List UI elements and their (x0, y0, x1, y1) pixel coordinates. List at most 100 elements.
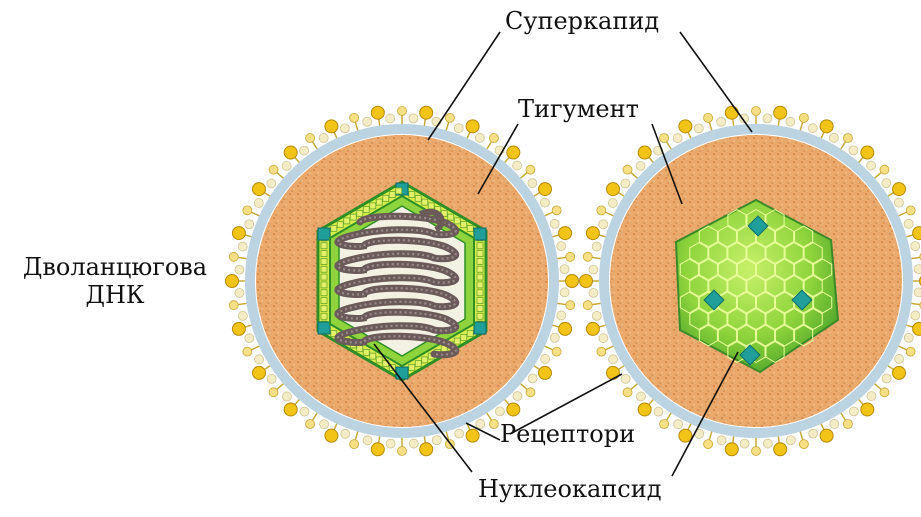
envelope-lipid (454, 124, 463, 133)
envelope-lipid (528, 374, 537, 383)
envelope-lipid (238, 311, 247, 320)
capsomer (477, 313, 483, 319)
envelope-lipid (654, 407, 663, 416)
receptor-glycoprotein (799, 440, 808, 449)
receptor-glycoprotein (906, 347, 915, 356)
receptor-glycoprotein (566, 275, 579, 288)
receptor-glycoprotein (913, 322, 921, 335)
receptor-glycoprotein (232, 322, 245, 335)
capsomer (477, 282, 483, 288)
receptor-glycoprotein (559, 227, 572, 240)
envelope-lipid (911, 242, 920, 251)
receptor-glycoprotein (226, 275, 239, 288)
envelope-lipid (882, 179, 891, 188)
envelope-lipid (911, 311, 920, 320)
envelope-lipid (541, 354, 550, 363)
capsomer (357, 210, 363, 216)
receptor-glycoprotein (704, 113, 713, 122)
receptor-glycoprotein (552, 206, 561, 215)
receptor-glycoprotein (325, 120, 338, 133)
envelope-lipid (608, 199, 617, 208)
envelope-lipid (786, 117, 795, 126)
receptor-glycoprotein (679, 429, 692, 442)
label-dna-line1: Дволанцюгова (4, 254, 226, 282)
label-double-stranded-dna: Дволанцюгова ДНК (4, 254, 226, 309)
envelope-lipid (849, 146, 858, 155)
receptor-glycoprotein (269, 165, 278, 174)
envelope-lipid (476, 419, 485, 428)
receptor-glycoprotein (420, 443, 433, 456)
capsomer (409, 364, 415, 370)
envelope-lipid (904, 333, 913, 342)
envelope-lipid (495, 407, 504, 416)
label-nucleocapsid: Нуклеокапсид (478, 476, 661, 504)
envelope-lipid (809, 429, 818, 438)
envelope-lipid (455, 429, 464, 438)
capsomer (363, 207, 369, 213)
envelope-lipid (282, 392, 291, 401)
receptor-glycoprotein (507, 403, 520, 416)
receptor-glycoprotein (704, 440, 713, 449)
receptor-glycoprotein (774, 106, 787, 119)
receptor-glycoprotein (586, 227, 599, 240)
envelope-lipid (694, 124, 703, 133)
capsomer (321, 298, 327, 304)
capsomer (321, 282, 327, 288)
receptor-glycoprotein (420, 106, 433, 119)
capsomer (376, 357, 382, 363)
capsomer (454, 338, 460, 344)
capsomer (477, 243, 483, 249)
envelope-lipid (254, 199, 263, 208)
receptor-glycoprotein (252, 183, 265, 196)
vertex-capsomer (474, 228, 486, 240)
envelope-lipid (300, 146, 309, 155)
receptor-glycoprotein (861, 146, 874, 159)
receptor-glycoprotein (539, 366, 552, 379)
envelope-lipid (914, 265, 921, 274)
envelope-lipid (528, 179, 537, 188)
receptor-glycoprotein (843, 133, 852, 142)
receptor-glycoprotein (752, 107, 761, 116)
capsomer (370, 203, 376, 209)
receptor-glycoprotein (880, 165, 889, 174)
capsomer (448, 214, 454, 220)
capsomer (383, 195, 389, 201)
envelope-lipid (808, 124, 817, 133)
envelope-lipid (409, 439, 418, 448)
capsomer (477, 305, 483, 311)
capsomer (467, 225, 473, 231)
receptor-glycoprotein (489, 420, 498, 429)
envelope-lipid (599, 220, 608, 229)
capsomer (454, 218, 460, 224)
envelope-lipid (540, 198, 549, 207)
envelope-lipid (673, 134, 682, 143)
envelope-lipid (621, 179, 630, 188)
receptor-glycoprotein (371, 106, 384, 119)
capsomer (321, 266, 327, 272)
capsomer (477, 251, 483, 257)
capsomer (477, 274, 483, 280)
capsomer (409, 192, 415, 198)
label-receptors: Рецептори (500, 421, 635, 449)
receptor-glycoprotein (526, 388, 535, 397)
leader-supercapsid-left (428, 32, 500, 140)
envelope-lipid (363, 117, 372, 126)
envelope-lipid (267, 179, 276, 188)
vertex-capsomer (396, 367, 408, 379)
envelope-lipid (592, 242, 601, 251)
envelope-lipid (849, 407, 858, 416)
capsomer (321, 305, 327, 311)
envelope-lipid (895, 354, 904, 363)
vertex-capsomer (318, 228, 330, 240)
receptor-glycoprotein (597, 347, 606, 356)
receptor-glycoprotein (597, 206, 606, 215)
leader-supercapsid-right (680, 32, 752, 132)
receptor-glycoprotein (660, 420, 669, 429)
envelope-lipid (592, 311, 601, 320)
envelope-lipid (829, 133, 838, 142)
receptor-glycoprotein (306, 420, 315, 429)
receptor-glycoprotein (526, 165, 535, 174)
capsomer (321, 313, 327, 319)
envelope-lipid (882, 374, 891, 383)
receptor-glycoprotein (566, 301, 575, 310)
